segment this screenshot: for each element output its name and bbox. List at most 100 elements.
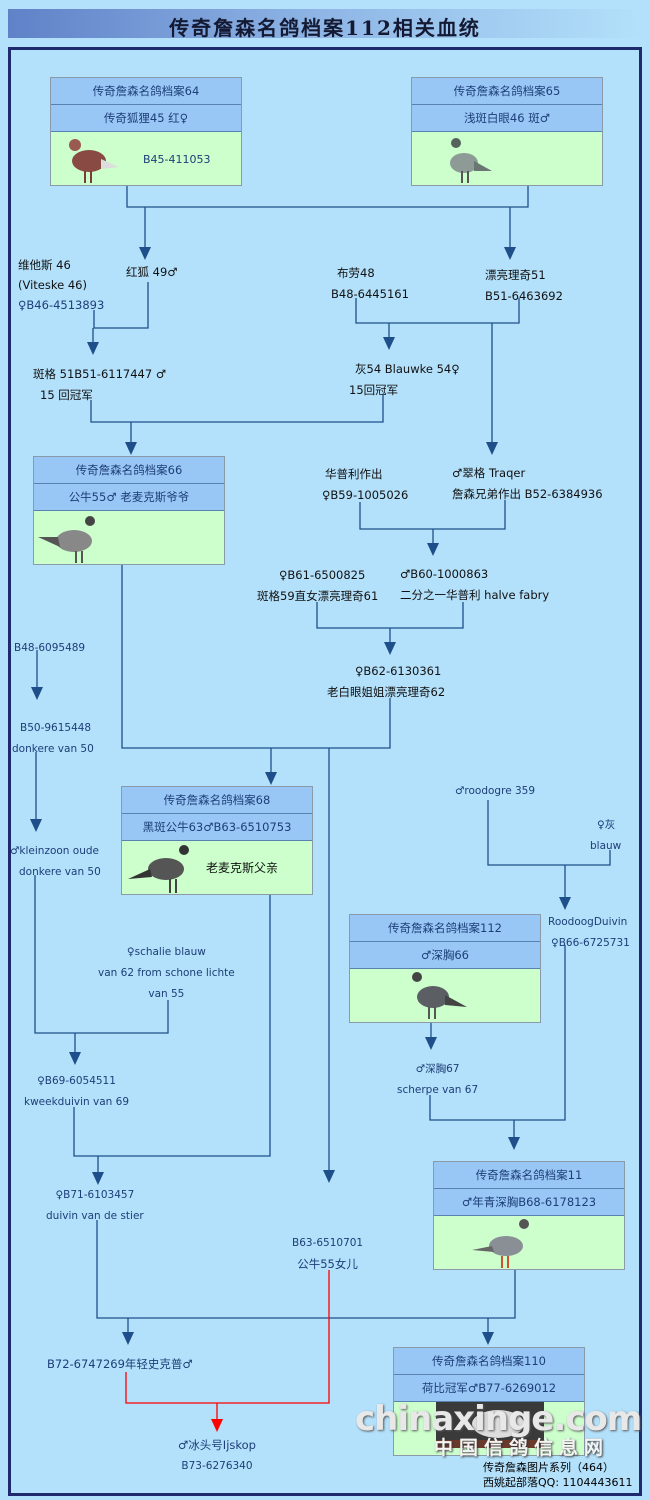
arrowhead-icon	[323, 1170, 335, 1183]
box-name: 传奇狐狸45 红♀	[51, 105, 241, 132]
pedigree-node-rodevos: 红狐 49♂	[126, 264, 178, 280]
node-label: ♀灰	[597, 819, 616, 831]
node-label: 15 回冠军	[40, 388, 93, 402]
node-label: ♀schalie blauw	[126, 946, 206, 958]
node-label: ♂翠格 Traqer	[452, 466, 526, 480]
pigeon-icon	[38, 516, 95, 563]
box-title: 传奇詹森名鸽档案112	[350, 915, 540, 942]
connector	[35, 650, 38, 822]
archive-box-112[interactable]: 传奇詹森名鸽档案112 ♂深胸66	[349, 914, 541, 1023]
box-title: 传奇詹森名鸽档案11	[434, 1162, 624, 1189]
node-label: B50-9615448	[20, 722, 92, 734]
node-label: duivin van de stier	[46, 1210, 144, 1222]
arrowhead-icon	[265, 772, 277, 785]
pedigree-node-b48: B48-6095489	[14, 642, 85, 654]
archive-box-11[interactable]: 传奇詹森名鸽档案11 ♂年青深胸B68-6178123	[433, 1161, 625, 1270]
footer-author: 西姚起部落QQ: 1104443611	[483, 1476, 633, 1489]
connector	[126, 185, 529, 250]
red-pigeon-icon	[69, 139, 119, 183]
node-label: ♀B71-6103457	[55, 1189, 135, 1201]
node-label: donkere van 50	[19, 866, 101, 878]
archive-box-65[interactable]: 传奇詹森名鸽档案65 浅斑白眼46 斑♂	[411, 77, 603, 186]
node-label: 二分之一华普利 halve fabry	[400, 588, 550, 602]
page-title: 传奇詹森名鸽档案112相关血统	[169, 16, 481, 40]
node-label: 15回冠军	[349, 383, 399, 397]
connector	[359, 500, 506, 546]
node-label: 漂亮理奇51	[485, 268, 546, 282]
watermark-logo-cn: 中国信鸽信息网	[434, 1437, 610, 1459]
box-note: 老麦克斯父亲	[206, 861, 279, 875]
pedigree-node-b50: B50-9615448 donkere van 50	[12, 718, 94, 760]
box-name: ♂年青深胸B68-6178123	[434, 1189, 624, 1216]
node-label: 维他斯 46	[18, 258, 71, 272]
pigeon-icon	[472, 1219, 529, 1268]
arrowhead-icon	[31, 687, 43, 700]
arrowhead-icon	[125, 442, 137, 455]
node-label: B51-6463692	[485, 289, 563, 303]
node-label: ♂深胸67	[415, 1063, 460, 1075]
connector	[73, 894, 271, 1175]
node-label: van 55	[148, 988, 185, 1000]
node-label: 红狐 49♂	[126, 265, 178, 279]
arrowhead-icon	[211, 1419, 223, 1432]
pedigree-node-vitesse: 维他斯 46(Viteske 46)♀B46-4513893	[18, 255, 104, 315]
title-bar: 传奇詹森名鸽档案112相关血统	[8, 9, 642, 40]
pedigree-node-roodogre: ♂roodogre 359	[455, 785, 535, 797]
node-label: B73-6276340	[181, 1460, 253, 1472]
pigeon-photo-icon	[436, 1402, 544, 1448]
arrowhead-icon	[508, 1137, 520, 1150]
footer-series: 传奇詹森图片系列（464）	[483, 1461, 614, 1474]
node-label: B72-6747269年轻史克普♂	[47, 1357, 193, 1371]
connector	[316, 602, 464, 645]
archive-box-66[interactable]: 传奇詹森名鸽档案66 公牛55♂ 老麦克斯爷爷	[33, 456, 225, 565]
pigeon-icon	[128, 845, 189, 893]
arrowhead-icon	[383, 337, 395, 350]
watermark-logo: chinaxinge.com	[355, 1399, 642, 1439]
node-label: ♀B66-6725731	[551, 937, 630, 949]
arrowhead-icon	[87, 342, 99, 355]
node-label: ♀B46-4513893	[18, 298, 105, 312]
pedigree-node-roodoog: RoodoogDuivin ♀B66-6725731	[548, 912, 630, 954]
node-label: ♂kleinzoon oude	[10, 845, 99, 857]
arrowhead-icon	[92, 1172, 104, 1185]
box-title: 传奇詹森名鸽档案68	[122, 787, 312, 814]
grey-pigeon-icon	[450, 138, 492, 183]
box-title: 传奇詹森名鸽档案64	[51, 78, 241, 105]
node-label: ♂B60-1000863	[400, 567, 489, 581]
arrowhead-icon	[139, 247, 151, 260]
pedigree-node-b60: ♂B60-1000863 二分之一华普利 halve fabry	[400, 564, 549, 606]
box-name: ♂深胸66	[350, 942, 540, 969]
pigeon-icon	[412, 972, 467, 1019]
pedigree-node-b71: ♀B71-6103457 duivin van de stier	[46, 1185, 144, 1227]
archive-box-68[interactable]: 传奇詹森名鸽档案68 黑斑公牛63♂B63-6510753 老麦克斯父亲	[121, 786, 313, 895]
box-title: 传奇詹森名鸽档案66	[34, 457, 224, 484]
node-label: donkere van 50	[12, 743, 94, 755]
arrowhead-icon	[427, 543, 439, 556]
connector	[34, 875, 169, 1055]
archive-box-64[interactable]: 传奇詹森名鸽档案64 传奇狐狸45 红♀ B45-411053	[50, 77, 242, 186]
pedigree-node-trager: ♂翠格 Traqer 詹森兄弟作出 B52-6384936	[452, 463, 603, 505]
box-title: 传奇詹森名鸽档案110	[394, 1348, 584, 1375]
node-label: 詹森兄弟作出 B52-6384936	[452, 487, 603, 501]
box-note: B45-411053	[143, 153, 211, 166]
pedigree-node-b72: B72-6747269年轻史克普♂	[47, 1356, 193, 1372]
node-label: ♂冰头号Ijskop	[178, 1438, 256, 1452]
arrowhead-icon	[486, 442, 498, 455]
node-label: RoodoogDuivin	[548, 916, 628, 928]
box-name: 黑斑公牛63♂B63-6510753	[122, 814, 312, 841]
node-label: B48-6445161	[331, 287, 409, 301]
pedigree-frame	[8, 47, 642, 1496]
node-label: 华普利作出	[325, 467, 383, 481]
arrowhead-icon	[482, 1332, 494, 1345]
node-label: 布劳48	[337, 266, 375, 280]
node-label: kweekduivin van 69	[24, 1096, 130, 1108]
node-label: van 62 from schone lichte	[98, 967, 235, 979]
archive-box-110[interactable]: 传奇詹森名鸽档案110 荷比冠军♂B77-6269012	[393, 1347, 585, 1456]
connector	[121, 563, 391, 1172]
